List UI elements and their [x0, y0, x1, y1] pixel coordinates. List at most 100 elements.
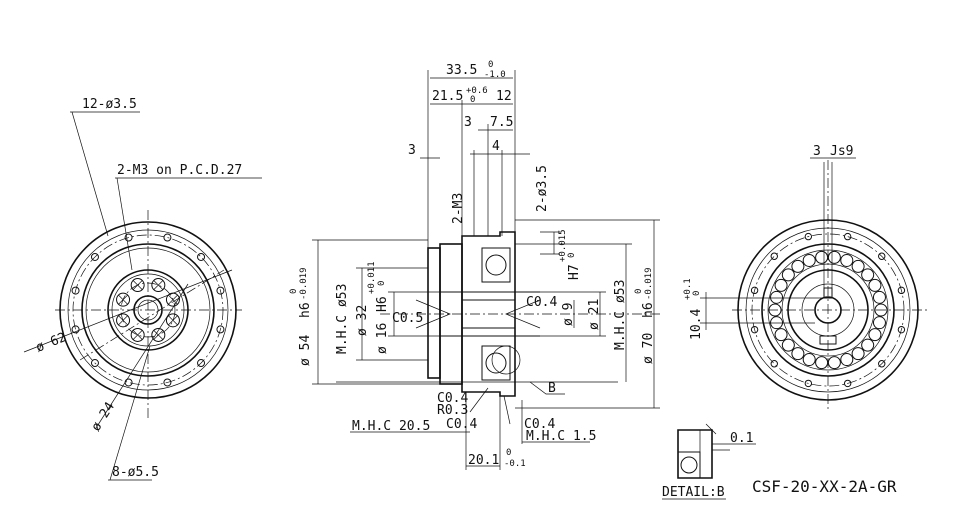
- dia-54-tol-lower: -0.019: [299, 267, 309, 300]
- dia-24-label: ø 24: [89, 399, 118, 434]
- overall-length: 33.5: [446, 63, 477, 78]
- outer-hole: [163, 233, 172, 242]
- holes-2-3-5: 2-ø3.5: [535, 165, 550, 212]
- overall-tol-upper: 0: [488, 60, 493, 70]
- left-end-view: 12-ø3.5 2-M3 on P.C.D.27 ø 62 ø 24 8-ø5.…: [23, 97, 262, 481]
- len-4: 4: [492, 139, 500, 154]
- bearing-ball: [868, 328, 882, 342]
- inner-hole: [130, 327, 145, 342]
- dia-54-fit: h6: [298, 302, 313, 318]
- mhc-53-left: M.H.C ø53: [335, 284, 350, 354]
- right-hole: [878, 360, 886, 368]
- bearing-ball: [781, 338, 795, 352]
- dia-16-fit: H6: [375, 296, 390, 312]
- h7-tol-lower: 0: [567, 253, 577, 258]
- bearing-ball: [791, 347, 805, 361]
- inner-hole-cross: [153, 330, 164, 340]
- h7-tol-upper: +0.015: [558, 229, 568, 262]
- dia-62-label: ø 62: [34, 330, 69, 356]
- right-hole: [897, 325, 906, 334]
- dia-16-tol-upper: +0.011: [367, 261, 377, 294]
- outer-hole: [124, 378, 133, 387]
- inner-hole: [151, 327, 166, 342]
- dia-21: ø 21: [587, 299, 602, 330]
- bearing-ball: [781, 268, 795, 282]
- dia-70-tol-upper: 0: [634, 289, 644, 294]
- keyway-depth: 10.4: [689, 309, 704, 340]
- len-21-5: 21.5: [432, 89, 463, 104]
- bearing-ball: [861, 268, 875, 282]
- outer-hole: [216, 286, 225, 295]
- right-hole: [897, 286, 906, 295]
- right-hole: [843, 379, 852, 388]
- dia-54-tol-upper: 0: [289, 289, 299, 294]
- bearing-ball: [774, 278, 788, 292]
- dia-16-tol-lower: 0: [377, 281, 387, 286]
- dia-70-fit: h6: [641, 302, 656, 318]
- dia-70-tol-lower: -0.019: [644, 267, 654, 300]
- bearing-ball: [840, 353, 854, 367]
- inner-hole-cross: [118, 294, 128, 305]
- keyway-tol-upper: +0.1: [683, 278, 693, 300]
- len-7-5: 7.5: [490, 115, 513, 130]
- inner-hole-cross: [168, 315, 178, 326]
- inner-hole-cross: [132, 330, 143, 340]
- right-hole: [750, 286, 759, 295]
- inner-hole: [130, 278, 145, 293]
- c0-4-c: C0.4: [524, 417, 555, 432]
- c0-4-right: C0.4: [526, 295, 557, 310]
- right-hole: [804, 379, 813, 388]
- mhc-53-right: M.H.C ø53: [613, 280, 628, 350]
- bearing-ball: [774, 328, 788, 342]
- inner-bolt-holes: [116, 278, 180, 342]
- model-number: CSF-20-XX-2A-GR: [752, 477, 897, 496]
- len-20-1-tol-upper: 0: [506, 448, 511, 458]
- bearing-ball: [770, 290, 784, 304]
- tapped-2m3: 2-M3: [451, 193, 466, 224]
- outer-bolt-holes: [71, 233, 225, 387]
- outer-holes-label: 12-ø3.5: [82, 97, 137, 112]
- dia-16: ø 16: [375, 323, 390, 354]
- c0-4-a: C0.4: [437, 391, 468, 406]
- outer-hole: [71, 325, 80, 334]
- inner-holes-label: 8-ø5.5: [112, 465, 159, 480]
- outer-hole: [197, 359, 206, 368]
- right-hole: [878, 252, 886, 260]
- dia-70: ø 70: [641, 333, 656, 364]
- right-hole: [770, 360, 778, 368]
- r0-3: R0.3: [437, 403, 468, 418]
- detail-label: DETAIL:B: [662, 485, 725, 500]
- inner-hole: [151, 278, 166, 293]
- bearing-ball: [840, 253, 854, 267]
- bearing-ball: [872, 290, 886, 304]
- keyway-fit: Js9: [830, 144, 853, 159]
- bearing-ball: [802, 253, 816, 267]
- c0-5: C0.5: [392, 311, 423, 326]
- bearing-ball: [827, 356, 841, 370]
- dia-54: ø 54: [298, 335, 313, 366]
- overall-tol-lower: -1.0: [484, 70, 506, 80]
- bearing-ball: [802, 353, 816, 367]
- c0-4-b: C0.4: [446, 417, 477, 432]
- keyway-tol-lower: 0: [692, 291, 702, 296]
- bearing-ball: [872, 316, 886, 330]
- inner-hole: [165, 313, 180, 328]
- right-hole: [843, 232, 852, 241]
- bearing-ball: [851, 259, 865, 273]
- mhc-1-5: M.H.C 1.5: [526, 429, 596, 444]
- outer-hole: [197, 252, 206, 261]
- bearing-ball: [874, 303, 888, 317]
- inner-hole-cross: [153, 280, 164, 290]
- bearing-ball: [868, 278, 882, 292]
- section-view: 33.5 0 -1.0 21.5 +0.6 0 12 3 7.5 3 4 2-M…: [289, 60, 660, 470]
- len-20-1-tol-lower: -0.1: [504, 459, 526, 469]
- bearing-ball: [851, 347, 865, 361]
- bearing-ball: [827, 250, 841, 264]
- right-end-view: 3 Js9 10.4 +0.1 0: [683, 144, 928, 410]
- bearing-ball: [791, 259, 805, 273]
- right-hole: [770, 252, 778, 260]
- mhc-20-5: M.H.C 20.5: [352, 419, 430, 434]
- detail-b-ref: B: [548, 381, 556, 396]
- detail-gap: 0.1: [730, 431, 753, 446]
- right-hole: [804, 232, 813, 241]
